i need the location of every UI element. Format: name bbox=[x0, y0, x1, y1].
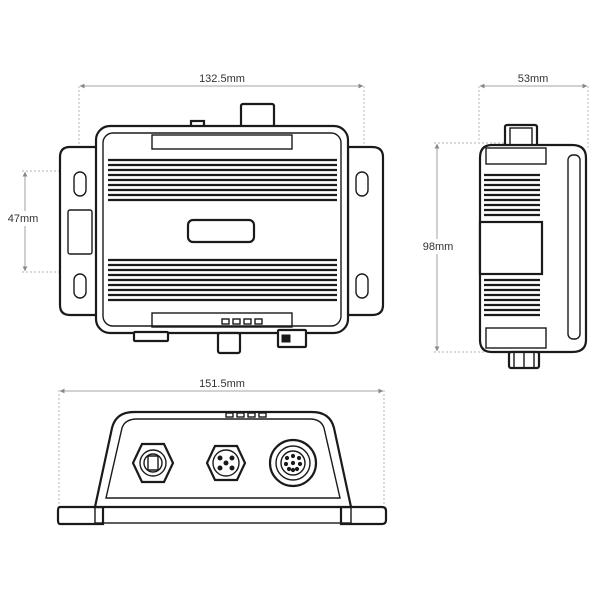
cooling-fins bbox=[108, 158, 337, 202]
cooling-fins bbox=[108, 258, 337, 302]
cooling-fins bbox=[484, 278, 540, 317]
hex-port-icon bbox=[131, 442, 175, 484]
label-hole-spacing: 47mm bbox=[8, 213, 39, 225]
dimension-hole-spacing: 47mm bbox=[3, 170, 74, 273]
dimension-height: 98mm bbox=[418, 142, 520, 353]
connector-pin bbox=[283, 461, 289, 467]
side-label-recess bbox=[67, 209, 93, 255]
connector-pin bbox=[290, 453, 296, 459]
connector-pin bbox=[297, 461, 303, 467]
dimension-side-depth: 53mm bbox=[478, 73, 589, 150]
connector-pin bbox=[290, 467, 296, 473]
label-height: 98mm bbox=[423, 241, 454, 253]
status-leds bbox=[221, 318, 263, 325]
label-top-width: 132.5mm bbox=[199, 73, 245, 85]
connector-pin bbox=[290, 460, 296, 466]
cooling-fins bbox=[484, 173, 540, 217]
mounting-flange bbox=[58, 145, 385, 317]
connector-pin bbox=[286, 466, 292, 472]
front-view bbox=[56, 410, 388, 526]
multi-pin-connector-icon bbox=[268, 438, 318, 488]
connector-pin bbox=[294, 466, 300, 472]
connector-pin bbox=[296, 455, 302, 461]
bottom-connector bbox=[216, 331, 242, 355]
keyhole-slot-icon bbox=[73, 171, 369, 299]
front-base-flange bbox=[56, 505, 388, 526]
side-view bbox=[478, 123, 588, 370]
top-view bbox=[58, 102, 385, 355]
connector-pin bbox=[284, 455, 290, 461]
five-pin-connector-icon bbox=[205, 444, 247, 482]
label-front-width: 151.5mm bbox=[199, 378, 245, 390]
status-leds bbox=[225, 412, 267, 418]
center-logo-plate bbox=[186, 218, 256, 244]
dimension-top-width: 132.5mm bbox=[78, 73, 365, 150]
dimension-front-width: 151.5mm bbox=[58, 378, 385, 505]
label-side-depth: 53mm bbox=[518, 73, 549, 85]
